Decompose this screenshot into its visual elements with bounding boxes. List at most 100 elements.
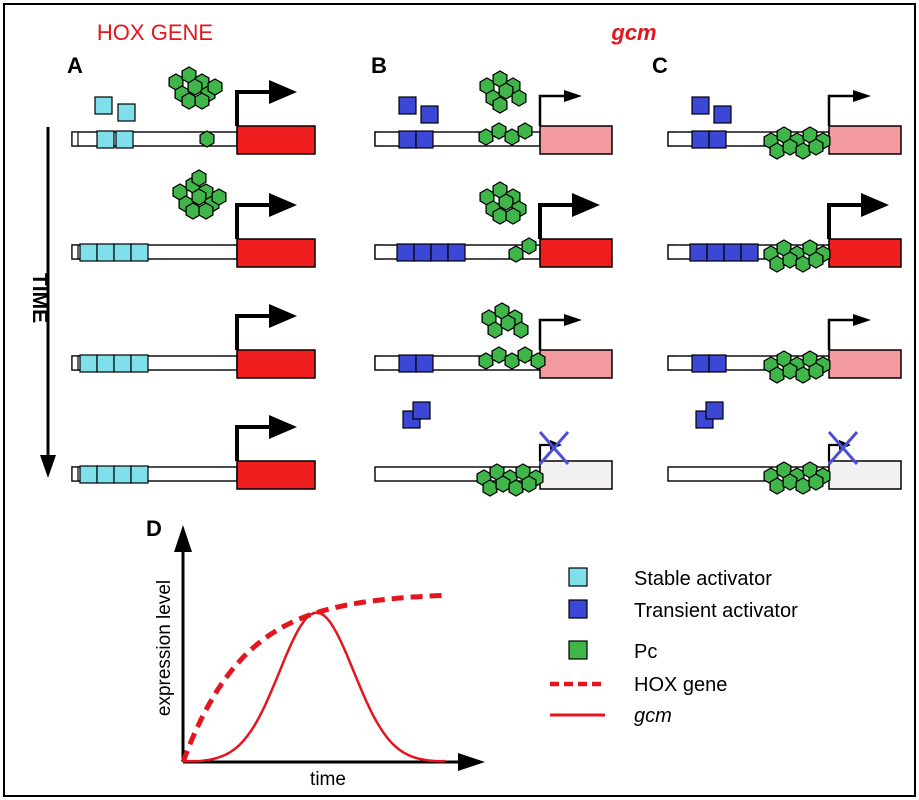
pc-hexagon <box>194 92 210 110</box>
stable-activator-square <box>96 465 115 484</box>
transcription-arrow <box>538 90 582 126</box>
pc-hexagon <box>782 251 798 269</box>
legend-pc-label: Pc <box>634 641 657 663</box>
pc-hexagon <box>808 362 824 380</box>
stable-activator-square <box>79 354 98 373</box>
panel-label-c: C <box>652 53 668 78</box>
transcription-arrow <box>235 415 297 461</box>
construct-c-row-3 <box>667 314 902 384</box>
construct-b-row-1 <box>374 70 613 155</box>
silenced-cross-icon <box>827 431 859 465</box>
pc-hexagon <box>492 207 508 225</box>
pc-hexagon <box>769 366 785 384</box>
transcription-arrow <box>538 193 600 239</box>
panel-label-b: B <box>371 53 387 78</box>
transcription-arrow <box>235 304 297 350</box>
pc-hexagon <box>808 251 824 269</box>
pc-hexagon <box>498 193 514 211</box>
pc-hexagon <box>521 475 537 493</box>
pc-hexagon <box>769 477 785 495</box>
construct-c-row-4 <box>667 401 902 495</box>
expression-graph: expression level time <box>154 525 485 790</box>
transient-activator-square <box>415 130 434 149</box>
construct-c-row-1 <box>667 90 902 160</box>
pc-hexagon <box>207 78 223 96</box>
gene-box <box>236 238 316 268</box>
time-arrow <box>40 127 56 478</box>
transient-activator-square <box>398 130 417 149</box>
transient-activator-square <box>691 96 710 115</box>
gene-box <box>828 349 902 379</box>
dna-end <box>71 244 79 260</box>
transient-activator-square <box>705 401 724 420</box>
transient-activator-square <box>713 105 732 124</box>
stable-activator-square <box>79 243 98 262</box>
gene-box <box>828 460 902 490</box>
pc-hexagon <box>521 237 537 255</box>
transient-activator-square <box>723 243 742 262</box>
gene-box <box>236 349 316 379</box>
gene-box <box>539 238 613 268</box>
stable-activator-square <box>113 243 132 262</box>
stable-activator-square <box>96 243 115 262</box>
constructs <box>71 66 902 497</box>
transient-activator-square <box>689 243 708 262</box>
stable-activator-square <box>113 465 132 484</box>
transient-activator-square <box>691 130 710 149</box>
stable-activator-square <box>94 96 113 115</box>
header-hox-gene: HOX GENE <box>97 20 213 45</box>
gene-box <box>539 125 613 155</box>
transient-activator-square <box>398 96 417 115</box>
transient-activator-square <box>447 243 466 262</box>
pc-hexagon <box>769 142 785 160</box>
gene-box <box>539 349 613 379</box>
construct-a-row-1 <box>71 66 316 155</box>
construct-c-row-2 <box>667 193 902 273</box>
transient-activator-square <box>430 243 449 262</box>
pc-hexagon <box>530 352 546 370</box>
pc-hexagon <box>495 475 511 493</box>
dna-end <box>71 131 79 147</box>
gene-box <box>236 125 316 155</box>
pc-hexagon <box>482 479 498 497</box>
stable-activator-square <box>79 465 98 484</box>
legend-transient-swatch <box>568 599 588 619</box>
stable-activator-square <box>130 465 149 484</box>
pc-hexagon <box>504 128 520 146</box>
transient-activator-square <box>412 401 431 420</box>
transient-activator-square <box>691 354 710 373</box>
pc-hexagon <box>191 169 207 187</box>
stable-activator-square <box>96 354 115 373</box>
transient-activator-square <box>398 354 417 373</box>
panel-label-d: D <box>146 516 162 541</box>
pc-hexagon <box>181 92 197 110</box>
pc-hexagon <box>504 352 520 370</box>
stable-activator-square <box>130 243 149 262</box>
stable-activator-square <box>117 103 136 122</box>
transient-activator-square <box>740 243 759 262</box>
gene-box <box>236 460 316 490</box>
graph-x-label: time <box>310 769 346 790</box>
transient-activator-square <box>420 105 439 124</box>
pc-hexagon <box>769 255 785 273</box>
legend-gcm-label: gcm <box>634 705 672 727</box>
pc-hexagon <box>782 362 798 380</box>
pc-hexagon <box>511 89 527 107</box>
stable-activator-square <box>130 354 149 373</box>
dna-end <box>71 466 79 482</box>
graph-y-label: expression level <box>154 580 175 716</box>
pc-hexagon <box>782 138 798 156</box>
pc-hexagon <box>513 321 529 339</box>
graph-lines <box>180 592 446 763</box>
construct-b-row-4 <box>374 401 613 497</box>
header-gcm: gcm <box>610 20 656 45</box>
transient-activator-square <box>706 243 725 262</box>
pc-hexagon <box>795 255 811 273</box>
gcm-curve <box>183 611 445 763</box>
construct-a-row-3 <box>71 304 316 379</box>
time-label: TIME <box>28 273 51 323</box>
stable-activator-square <box>113 354 132 373</box>
legend: Stable activator Transient activator Pc … <box>550 567 798 727</box>
pc-hexagon <box>478 128 494 146</box>
